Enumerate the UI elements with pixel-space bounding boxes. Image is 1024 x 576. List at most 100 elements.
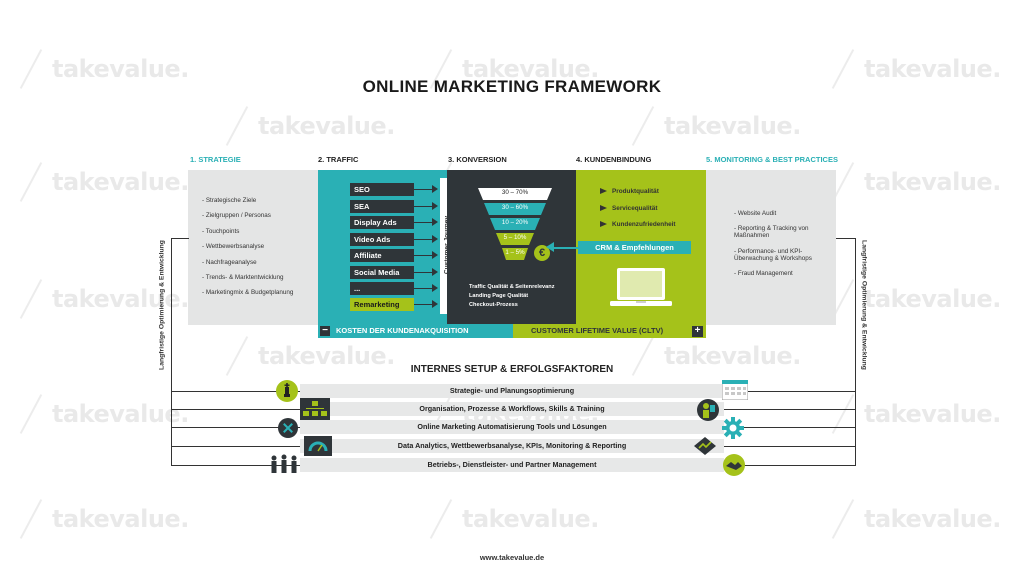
- loop-line-left: [171, 238, 172, 466]
- internes-item: Betriebs-, Dienstleister- und Partner Ma…: [300, 458, 724, 472]
- funnel-level-5: [502, 248, 528, 260]
- tools-icon: [278, 418, 298, 438]
- kundenbindung-item: Kundenzufriedenheit: [600, 221, 676, 228]
- watermark-text: takevalue.: [864, 285, 1001, 313]
- funnel-level-4: [496, 233, 534, 245]
- watermark-text: takevalue.: [52, 55, 189, 83]
- kosten-label: KOSTEN DER KUNDENAKQUISITION: [336, 326, 469, 335]
- traffic-item-affiliate: Affiliate: [350, 249, 414, 262]
- column-header-traffic: 2. TRAFFIC: [318, 155, 359, 164]
- monitoring-item: - Website Audit: [734, 210, 777, 217]
- watermark-text: takevalue.: [864, 400, 1001, 428]
- side-label-right: Langfristige Optimierung & Entwicklung: [860, 240, 868, 370]
- watermark-text: takevalue.: [664, 342, 801, 370]
- arrow-line: [414, 239, 434, 240]
- arrow-line: [414, 288, 434, 289]
- strategie-item: - Marketingmix & Budgetplanung: [202, 289, 294, 297]
- monitoring-item: - Reporting & Tracking von Maßnahmen: [734, 225, 809, 240]
- footer-url: www.takevalue.de: [479, 553, 545, 562]
- arrow-line: [414, 255, 434, 256]
- watermark-text: takevalue.: [52, 400, 189, 428]
- internes-item: Online Marketing Automatisierung Tools u…: [300, 420, 724, 434]
- dashboard-gauge-icon: [304, 436, 332, 456]
- strategie-item: - Trends- & Marktentwicklung: [202, 273, 284, 281]
- kosten-bar: [318, 324, 513, 338]
- arrow-right-icon: [432, 268, 438, 276]
- watermark-text: takevalue.: [864, 55, 1001, 83]
- arrow-line: [553, 247, 578, 249]
- watermark-text: takevalue.: [52, 505, 189, 533]
- loop-line-right: [855, 238, 856, 466]
- page-title: ONLINE MARKETING FRAMEWORK: [362, 77, 662, 96]
- strategie-item: - Touchpoints: [202, 227, 240, 235]
- watermark-text: takevalue.: [864, 505, 1001, 533]
- strategie-item: - Strategische Ziele: [202, 197, 257, 204]
- column-header-monitoring: 5. MONITORING & BEST PRACTICES: [706, 155, 838, 164]
- arrow-right-icon: [432, 251, 438, 259]
- kundenbindung-item: Servicequalität: [600, 205, 657, 212]
- crm-box: CRM & Empfehlungen: [578, 241, 691, 254]
- arrow-right-icon: [600, 205, 607, 212]
- strategie-item: - Wettbewerbsanalyse: [202, 243, 265, 251]
- watermark-text: takevalue.: [52, 285, 189, 313]
- arrow-right-icon: [432, 300, 438, 308]
- funnel-label-5: 1 – 5%: [505, 249, 525, 256]
- strategie-item: - Nachfrageanalyse: [202, 258, 257, 266]
- konversion-notes: Traffic Qualität & Seitenrelevanz Landin…: [469, 284, 555, 311]
- funnel-label-3: 10 – 20%: [501, 219, 529, 226]
- kundenbindung-item: Produktqualität: [600, 188, 659, 195]
- traffic-item-remarketing: Remarketing: [350, 298, 414, 311]
- strategie-panel: [188, 170, 318, 325]
- strategie-item: - Zielgruppen / Personas: [202, 212, 271, 220]
- arrow-line: [414, 304, 434, 305]
- watermark-text: takevalue.: [52, 168, 189, 196]
- arrow-line: [414, 189, 434, 190]
- traffic-item-more: ...: [350, 282, 414, 295]
- traffic-item-video-ads: Video Ads: [350, 233, 414, 246]
- kundenbindung-label: Kundenzufriedenheit: [612, 221, 676, 228]
- column-header-kundenbindung: 4. KUNDENBINDUNG: [576, 155, 652, 164]
- internes-title: INTERNES SETUP & ERFOLGSFAKTOREN: [410, 364, 614, 375]
- training-person-icon: [697, 399, 719, 421]
- org-chart-icon: [300, 398, 330, 420]
- watermark-text: takevalue.: [462, 55, 599, 83]
- arrow-right-icon: [432, 284, 438, 292]
- arrow-right-icon: [432, 218, 438, 226]
- internes-item: Strategie- und Planungsoptimierung: [300, 384, 724, 398]
- chess-king-icon: [276, 380, 298, 402]
- kundenbindung-label: Produktqualität: [612, 188, 659, 195]
- monitoring-panel: [706, 170, 836, 325]
- analytics-diamond-icon: [694, 437, 716, 455]
- watermark-text: takevalue.: [258, 112, 395, 140]
- calendar-icon: [722, 380, 748, 400]
- laptop-icon: [610, 268, 672, 306]
- team-people-icon: [271, 454, 297, 473]
- cltv-label: CUSTOMER LIFETIME VALUE (CLTV): [531, 326, 664, 335]
- funnel-level-1: [478, 188, 552, 200]
- loop-line-left-top: [171, 238, 189, 239]
- loop-line-right-top: [836, 238, 856, 239]
- side-label-left: Langfristige Optimierung & Entwicklung: [158, 240, 166, 370]
- arrow-right-icon: [432, 235, 438, 243]
- column-header-strategie: 1. STRATEGIE: [190, 155, 241, 164]
- traffic-item-social-media: Social Media: [350, 266, 414, 279]
- funnel-label-1: 30 – 70%: [501, 189, 529, 196]
- konversion-note: Checkout-Prozess: [469, 302, 518, 308]
- internes-item: Data Analytics, Wettbewerbsanalyse, KPIs…: [300, 439, 724, 453]
- arrow-right-icon: [600, 188, 607, 195]
- watermark-text: takevalue.: [462, 505, 599, 533]
- arrow-line: [414, 206, 434, 207]
- conversion-funnel: [478, 188, 552, 260]
- funnel-label-4: 5 – 10%: [503, 234, 527, 241]
- watermark-text: takevalue.: [258, 342, 395, 370]
- cltv-bar: [513, 324, 706, 338]
- traffic-item-display-ads: Display Ads: [350, 216, 414, 229]
- arrow-line: [414, 222, 434, 223]
- arrow-left-icon: [546, 242, 554, 252]
- arrow-right-icon: [432, 185, 438, 193]
- arrow-right-icon: [432, 202, 438, 210]
- strategie-list: - Strategische Ziele - Zielgruppen / Per…: [202, 197, 293, 305]
- minus-icon: −: [320, 326, 330, 336]
- kundenbindung-label: Servicequalität: [612, 205, 658, 212]
- monitoring-item: - Fraud Management: [734, 270, 793, 278]
